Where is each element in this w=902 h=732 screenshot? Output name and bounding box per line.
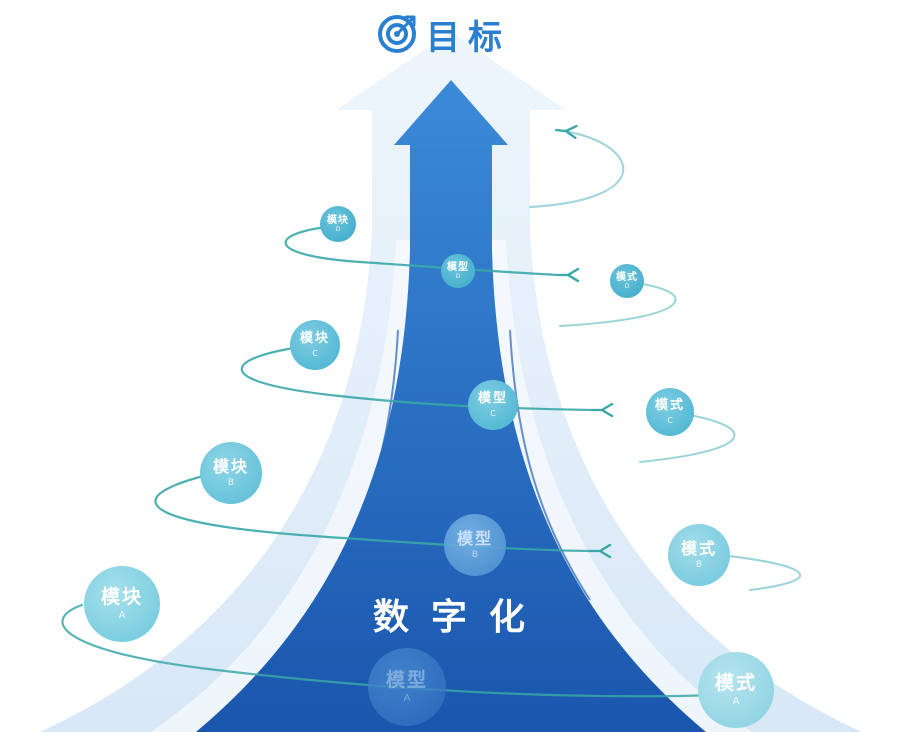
bubble-label: 模式 <box>654 398 685 414</box>
bubble-model-d: 模型 D <box>441 254 475 288</box>
bubble-mode-a: 模式 A <box>698 652 774 728</box>
bubble-level: A <box>732 695 740 707</box>
bubble-label: 模型 <box>477 391 508 407</box>
bubble-mode-d: 模式 D <box>610 264 644 298</box>
bubble-level: D <box>335 226 341 233</box>
bubble-level: C <box>490 408 496 418</box>
bubble-label: 模块 <box>327 215 349 226</box>
goal-header: 目标 <box>376 10 510 58</box>
accent-line-right <box>509 329 591 601</box>
bubble-module-a: 模块 A <box>84 566 160 642</box>
bubble-mode-b: 模式 B <box>668 524 730 586</box>
digitalization-label: 数字化 <box>372 597 547 638</box>
bubble-module-d: 模块 D <box>320 206 356 242</box>
bubble-label: 模式 <box>714 672 757 695</box>
bubble-level: C <box>667 415 673 425</box>
bubble-module-c: 模块 C <box>290 320 340 370</box>
target-icon <box>378 15 416 53</box>
bubble-label: 模型 <box>385 669 428 692</box>
bubble-model-c: 模型 C <box>468 380 518 430</box>
bubble-level: C <box>312 348 318 358</box>
bubble-level: B <box>695 559 703 570</box>
bubble-label: 模式 <box>680 539 717 559</box>
bubble-model-b: 模型 B <box>444 514 506 576</box>
bubble-label: 模型 <box>456 529 493 549</box>
bubble-level: B <box>227 477 235 488</box>
bubble-mode-c: 模式 C <box>646 388 694 436</box>
bubble-level: D <box>455 273 461 280</box>
bubble-label: 模型 <box>447 262 469 273</box>
bubble-level: A <box>403 692 411 704</box>
bubble-level: A <box>118 609 126 621</box>
bubble-module-b: 模块 B <box>200 442 262 504</box>
bubble-level: B <box>471 549 479 560</box>
bubble-label: 模块 <box>100 586 143 609</box>
goal-title: 目标 <box>426 17 510 58</box>
bubble-level: D <box>624 283 630 290</box>
bubble-label: 模式 <box>616 272 638 283</box>
bubble-label: 模块 <box>299 331 330 347</box>
bubble-label: 模块 <box>212 457 249 477</box>
bubble-model-a: 模型 A <box>368 648 446 726</box>
